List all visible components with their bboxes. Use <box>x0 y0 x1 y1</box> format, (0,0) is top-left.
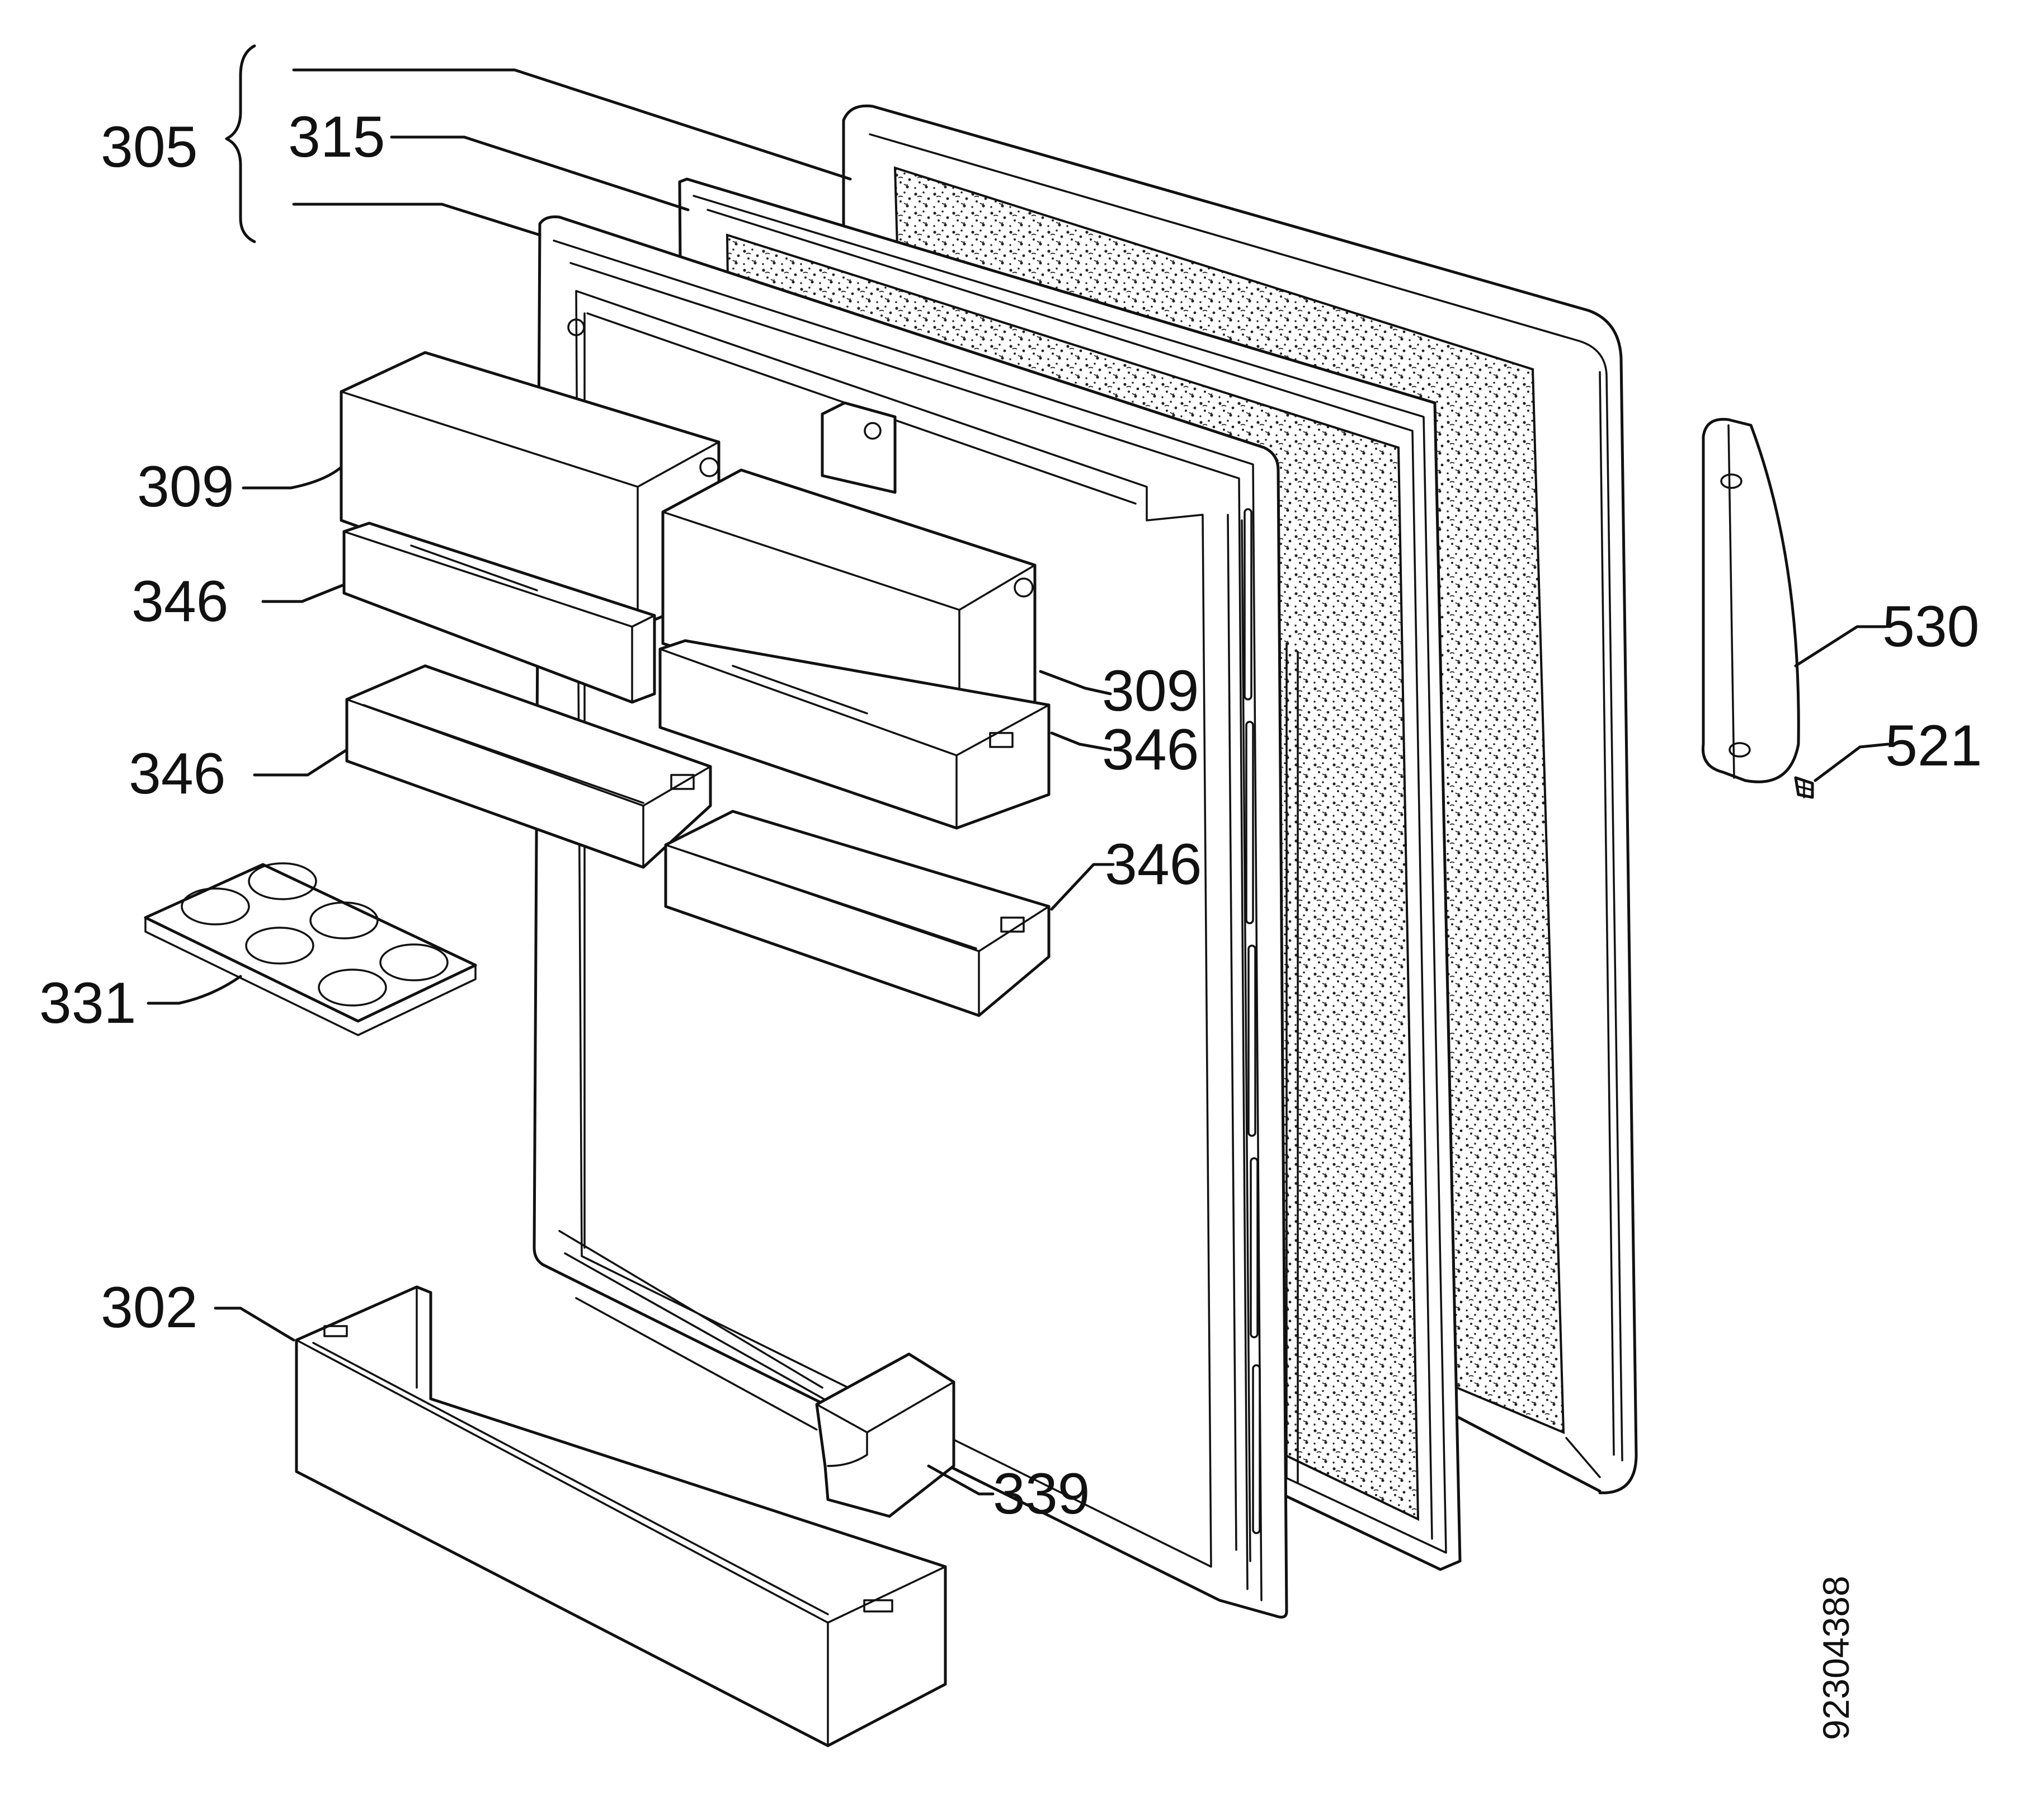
screw <box>1794 776 1814 799</box>
label-screw: 521 <box>1885 713 1982 778</box>
label-gasket: 315 <box>288 105 385 170</box>
bottle-shelf <box>295 1285 947 1747</box>
label-shelf-c: 346 <box>1102 717 1199 782</box>
label-shelf-b: 346 <box>129 741 226 806</box>
drawing-reference-number: 92304388 <box>1815 1576 1857 1740</box>
label-bottle-shelf: 302 <box>101 1275 198 1340</box>
leader-lines <box>147 44 1890 1496</box>
label-butter-box-lower: 309 <box>1102 659 1199 723</box>
hinge-cover <box>815 1352 955 1518</box>
label-handle: 530 <box>1882 594 1980 659</box>
shelf-upper-left <box>342 521 656 704</box>
door-handle <box>1701 417 1800 783</box>
label-door-assembly: 305 <box>101 115 198 180</box>
label-shelf-d: 346 <box>1105 832 1202 897</box>
shelf-right-lower <box>664 810 1051 1017</box>
shelf-right-upper <box>658 639 1051 830</box>
label-egg-tray: 331 <box>39 971 136 1036</box>
label-butter-box-upper: 309 <box>137 454 234 519</box>
egg-tray <box>144 862 477 1036</box>
shelf-lower-left <box>345 664 712 869</box>
label-hinge-cover: 339 <box>993 1461 1090 1526</box>
label-shelf-a: 346 <box>131 569 229 634</box>
